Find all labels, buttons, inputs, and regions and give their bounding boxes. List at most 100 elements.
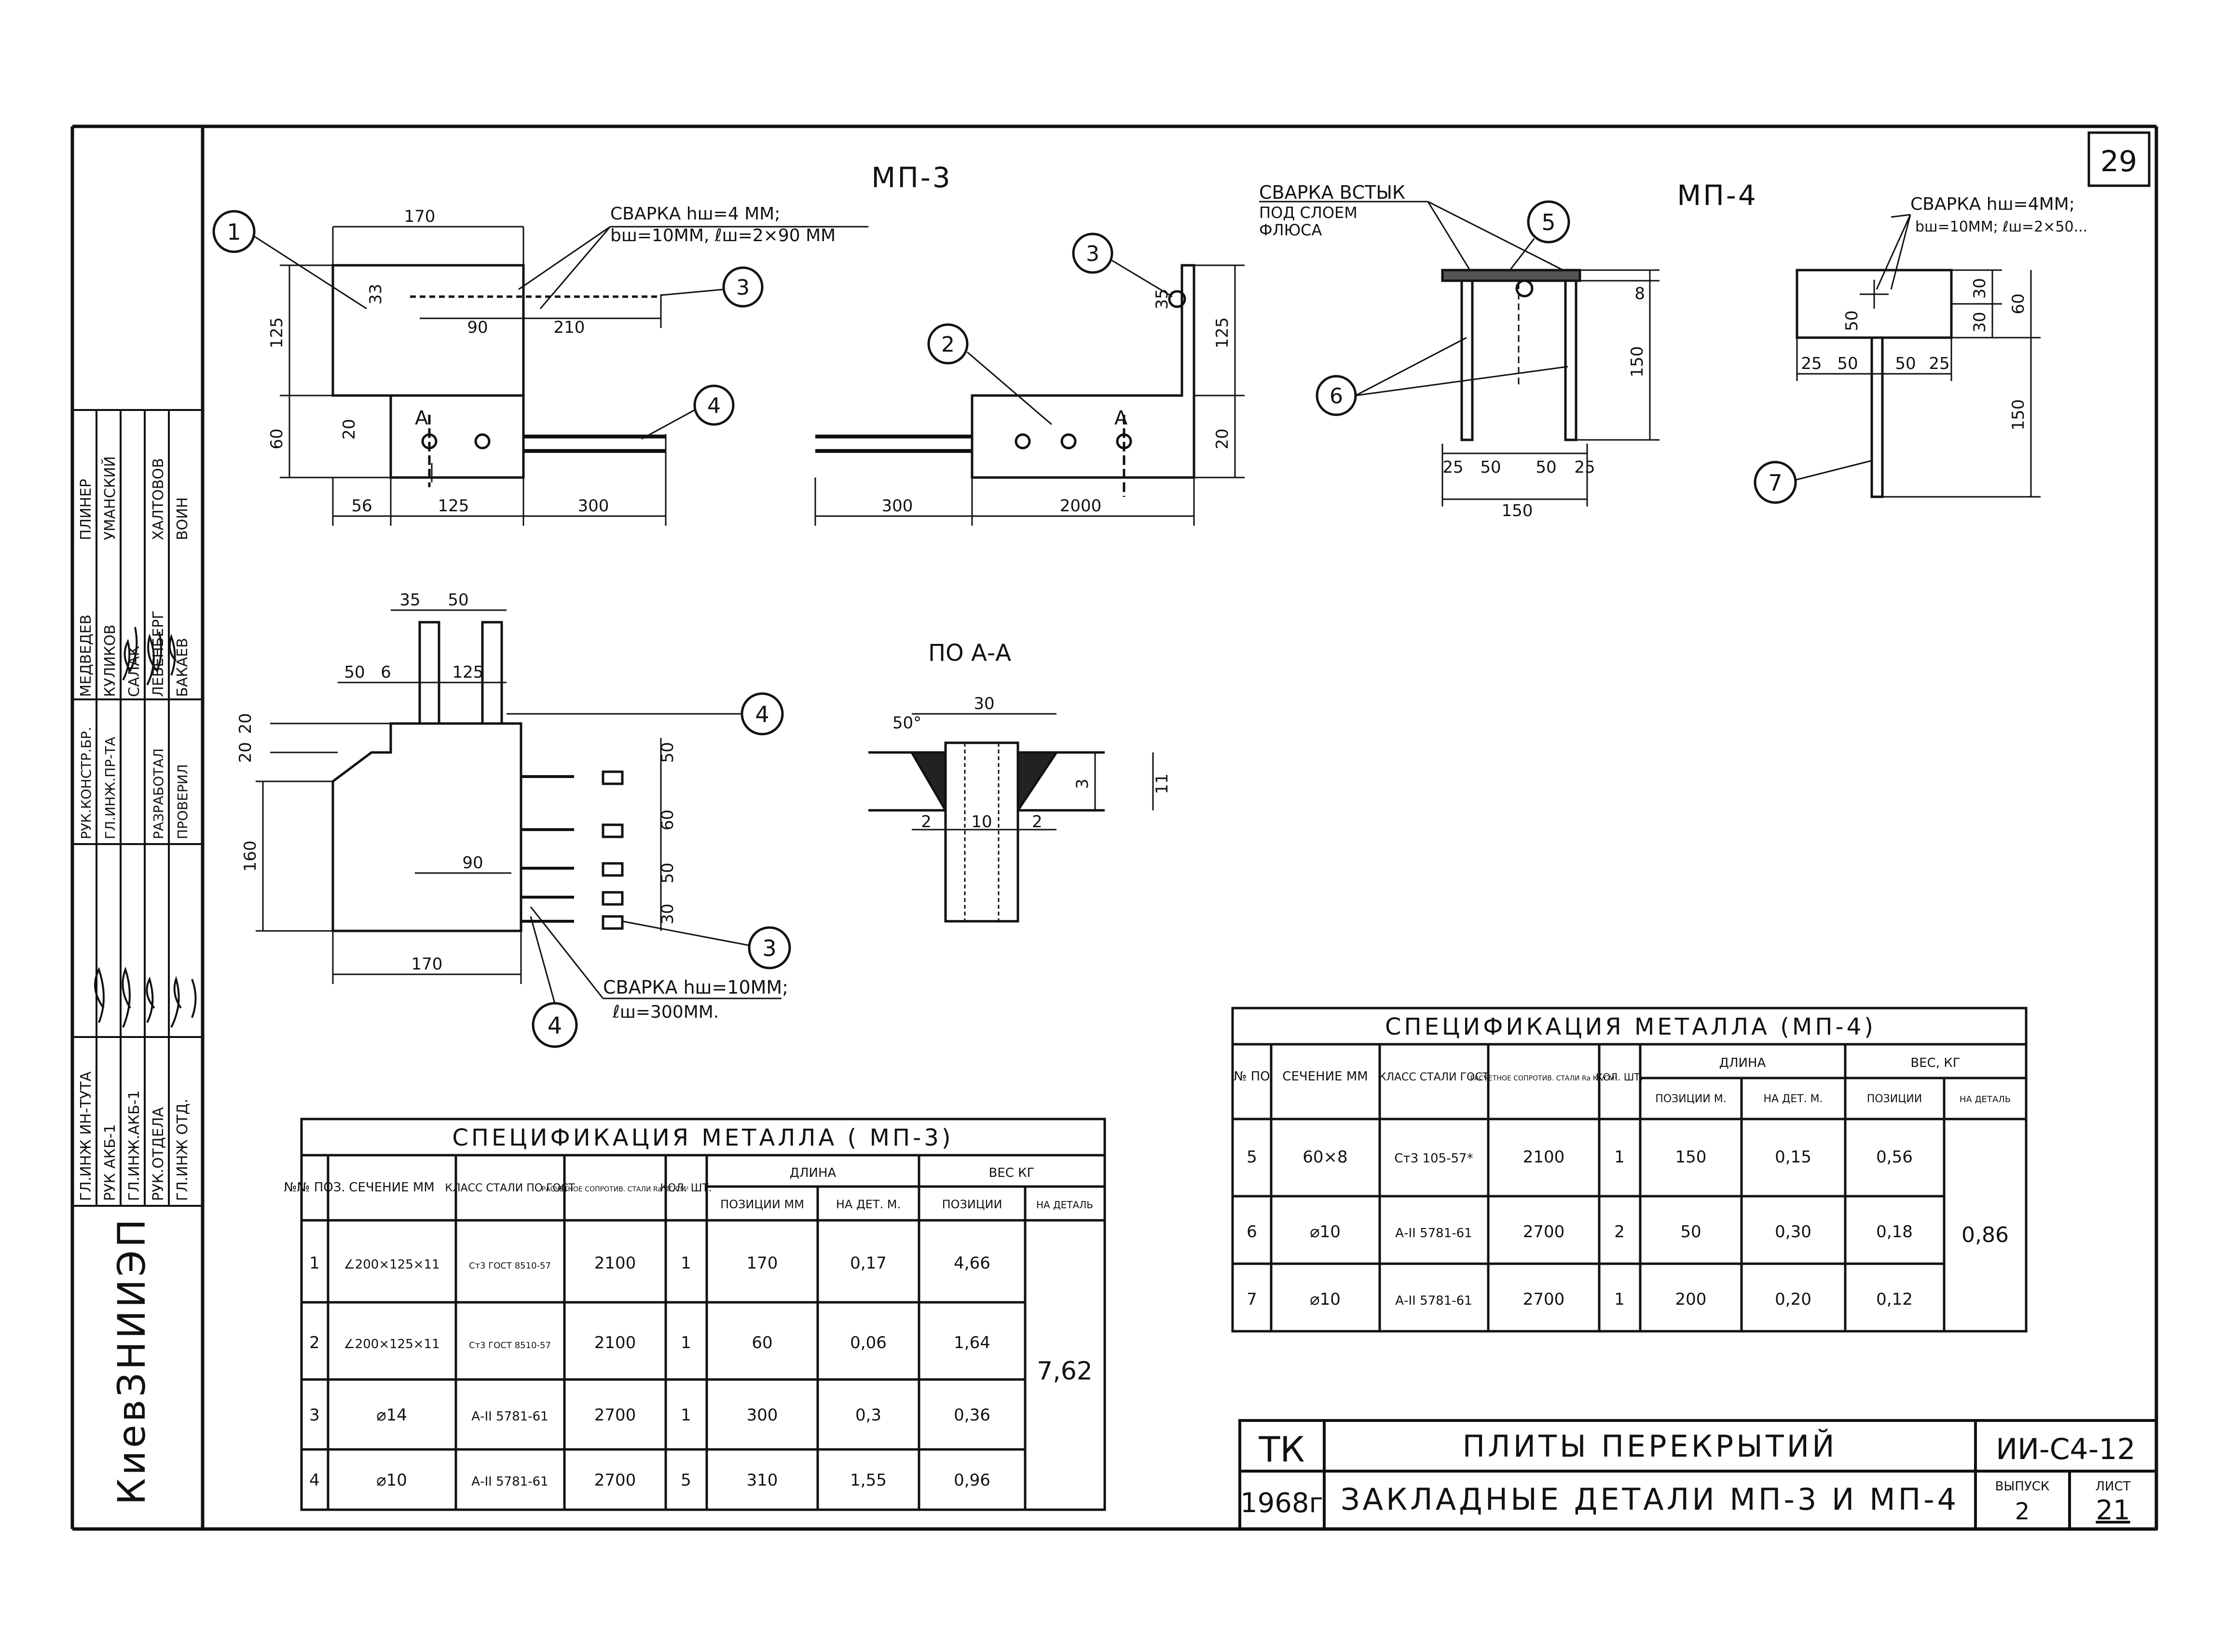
mp4-elevation-dims bbox=[1441, 269, 1660, 506]
mp4-title: МП-4 bbox=[1677, 179, 1758, 212]
sec-dim-10: 10 bbox=[971, 812, 992, 832]
section-aa-view bbox=[868, 741, 1105, 923]
spec-mp3-h-qty: КОЛ. ШТ. bbox=[660, 1182, 712, 1194]
svg-text:0,96: 0,96 bbox=[954, 1471, 990, 1490]
mp3-side-dims bbox=[814, 264, 1245, 526]
title-year: 1968г bbox=[1240, 1488, 1323, 1519]
svg-text:5: 5 bbox=[1541, 209, 1555, 235]
svg-text:⌀10: ⌀10 bbox=[376, 1471, 407, 1490]
mp4-weld-butt-note: СВАРКА ВСТЫК ПОД СЛОЕМ ФЛЮСА bbox=[1259, 182, 1568, 273]
spec-mp3-row-2: 2 ∠200×125×11 Ст3 ГОСТ 8510-57 2100 1 60… bbox=[309, 1333, 990, 1352]
spec-mp4-sh-0: ПОЗИЦИИ М. bbox=[1655, 1093, 1726, 1105]
spec-mp3-row-3: 3 ⌀14 А-II 5781-61 2700 1 300 0,3 0,36 bbox=[309, 1406, 990, 1425]
mp4-dim-25b: 25 bbox=[1574, 458, 1595, 477]
svg-text:∠200×125×11: ∠200×125×11 bbox=[343, 1257, 439, 1272]
stamp-role-7: ГЛ.ИНЖ.ПР-ТА bbox=[102, 737, 118, 839]
callout-pos-3b: 3 bbox=[1072, 232, 1173, 298]
weld-note2-line2: ℓш=300ММ. bbox=[612, 1002, 719, 1022]
mp3-front-dims bbox=[280, 226, 667, 526]
section-mark-1: А bbox=[415, 407, 428, 429]
dim-170: 170 bbox=[404, 207, 436, 226]
sheet-frame bbox=[70, 124, 2158, 1531]
section-marks: А А bbox=[415, 407, 1128, 429]
spec-mp3-total: 7,62 bbox=[1037, 1357, 1093, 1386]
sec-dim-2b: 2 bbox=[1032, 812, 1042, 832]
spec-mp4-h-pos: № ПО bbox=[1234, 1069, 1270, 1084]
spec-mp3-sh-3: НА ДЕТАЛЬ bbox=[1036, 1199, 1093, 1211]
svg-text:А-II 5781-61: А-II 5781-61 bbox=[471, 1409, 548, 1424]
spec-table-mp3: СПЕЦИФИКАЦИЯ МЕТАЛЛА ( МП-3) №№ ПОЗ. СЕЧ… bbox=[284, 1118, 1106, 1511]
side-stamp: ГЛ.ИНЖ ИН-ТУТА РУК АКБ-1 ГЛ.ИНЖ.АКБ-1 РУ… bbox=[72, 409, 203, 1505]
stamp-role-1: ГЛ.ИНЖ ИН-ТУТА bbox=[78, 1071, 95, 1201]
mp4-weld-note: СВАРКА hш=4ММ; bш=10ММ; ℓш=2×50... bbox=[1876, 194, 2087, 290]
spec-mp4-h-res: РАСЧЕТНОЕ СОПРОТИВ. СТАЛИ Rа КГ/СМ² bbox=[1470, 1075, 1618, 1082]
mp3-side-view bbox=[815, 264, 1195, 497]
spec-mp3-h-res: РАСЧЕТНОЕ СОПРОТИВ. СТАЛИ Rа КГ/СМ² bbox=[542, 1186, 689, 1193]
dim-p50a: 50 bbox=[448, 590, 468, 610]
spec-table-mp4: СПЕЦИФИКАЦИЯ МЕТАЛЛА (МП-4) № ПО СЕЧЕНИЕ… bbox=[1231, 1007, 2028, 1333]
svg-text:3: 3 bbox=[309, 1406, 320, 1425]
callout-pos-1: 1 bbox=[212, 210, 367, 310]
sec-dim-3: 3 bbox=[1073, 778, 1092, 789]
title-subtitle: ЗАКЛАДНЫЕ ДЕТАЛИ МП-3 И МП-4 bbox=[1341, 1482, 1959, 1517]
weld-note-line1: СВАРКА hш=4 ММ; bbox=[610, 204, 780, 224]
svg-text:0,18: 0,18 bbox=[1876, 1222, 1913, 1242]
svg-text:60: 60 bbox=[752, 1333, 772, 1352]
dim-2000: 2000 bbox=[1060, 496, 1102, 516]
dim-p50c: 50 bbox=[658, 742, 677, 763]
section-aa-dim-labels: 30 50° 3 11 2 10 2 bbox=[892, 694, 1172, 832]
svg-text:Ст3 105-57*: Ст3 105-57* bbox=[1394, 1151, 1473, 1166]
sec-dim-2a: 2 bbox=[921, 812, 932, 832]
spec-mp4-h-qty: КОЛ. ШТ. bbox=[1596, 1071, 1643, 1083]
signatures bbox=[94, 627, 197, 1028]
mp4p-dim-60: 60 bbox=[2009, 293, 2028, 314]
spec-mp4-h-sec: СЕЧЕНИЕ ММ bbox=[1282, 1069, 1368, 1084]
mp4-elevation-dim-labels: 8 150 25 50 50 25 150 bbox=[1442, 284, 1647, 520]
svg-text:2700: 2700 bbox=[594, 1471, 636, 1490]
mp4-elevation-view bbox=[1441, 269, 1581, 441]
svg-text:2: 2 bbox=[941, 332, 955, 357]
svg-text:⌀10: ⌀10 bbox=[1310, 1222, 1341, 1242]
mp3-front-dim-labels: 170 33 90 210 125 60 20 56 125 300 bbox=[267, 207, 609, 516]
svg-text:2: 2 bbox=[1614, 1222, 1625, 1242]
dim-p60: 60 bbox=[658, 809, 677, 830]
stamp-role-8: РАЗРАБОТАЛ bbox=[151, 748, 166, 839]
svg-text:1: 1 bbox=[681, 1254, 691, 1273]
mp3-plan-dim-labels: 35 50 50 6 125 20 20 160 90 170 50 60 50… bbox=[236, 590, 677, 974]
svg-text:1: 1 bbox=[681, 1406, 691, 1425]
mp3-weld-note-2: СВАРКА hш=10ММ; ℓш=300ММ. bbox=[530, 906, 788, 1022]
mp4p-dim-50a: 50 bbox=[1837, 354, 1858, 373]
dim-125s: 125 bbox=[1213, 317, 1232, 349]
svg-text:Ст3 ГОСТ 8510-57: Ст3 ГОСТ 8510-57 bbox=[469, 1340, 551, 1351]
weld-note-line2: bш=10ММ, ℓш=2×90 ММ bbox=[610, 226, 836, 246]
svg-text:170: 170 bbox=[747, 1254, 778, 1273]
title-sheet-label: ЛИСТ bbox=[2095, 1479, 2130, 1494]
svg-text:1: 1 bbox=[681, 1333, 691, 1352]
svg-text:1: 1 bbox=[1614, 1290, 1625, 1309]
spec-mp3-h-pos: №№ ПОЗ. bbox=[284, 1180, 345, 1195]
svg-text:3: 3 bbox=[1086, 242, 1099, 266]
spec-mp4-sh-1: НА ДЕТ. М. bbox=[1763, 1093, 1823, 1105]
svg-text:2700: 2700 bbox=[1523, 1222, 1565, 1242]
svg-text:⌀10: ⌀10 bbox=[1310, 1290, 1341, 1309]
dim-210: 210 bbox=[554, 318, 585, 337]
mp4-plan-dim-labels: 30 30 60 50 25 50 50 25 150 bbox=[1801, 278, 2028, 430]
svg-text:0,06: 0,06 bbox=[850, 1333, 887, 1352]
dim-p20b: 20 bbox=[236, 742, 255, 763]
sec-dim-11: 11 bbox=[1152, 773, 1172, 794]
weld-note2-line1: СВАРКА hш=10ММ; bbox=[603, 977, 788, 998]
svg-text:1,55: 1,55 bbox=[850, 1471, 887, 1490]
callout-pos-4b: 4 bbox=[507, 692, 784, 736]
svg-text:0,3: 0,3 bbox=[855, 1406, 881, 1425]
page-number: 29 bbox=[2100, 145, 2137, 178]
spec-mp3-h-sec: СЕЧЕНИЕ ММ bbox=[349, 1180, 434, 1195]
svg-text:⌀14: ⌀14 bbox=[376, 1406, 407, 1425]
svg-text:150: 150 bbox=[1675, 1147, 1707, 1167]
title-issue: 2 bbox=[2015, 1498, 2030, 1525]
callout-pos-3a: 3 bbox=[660, 266, 764, 308]
mp4p-dim-30b: 30 bbox=[1970, 312, 1989, 332]
dim-56: 56 bbox=[351, 496, 372, 516]
mp4-position-callouts: 5 6 7 bbox=[1316, 200, 1872, 504]
spec-mp3-sh-2: ПОЗИЦИИ bbox=[942, 1198, 1002, 1211]
spec-mp4-row-5: 5 60×8 Ст3 105-57* 2100 1 150 0,15 0,56 bbox=[1247, 1147, 1913, 1167]
